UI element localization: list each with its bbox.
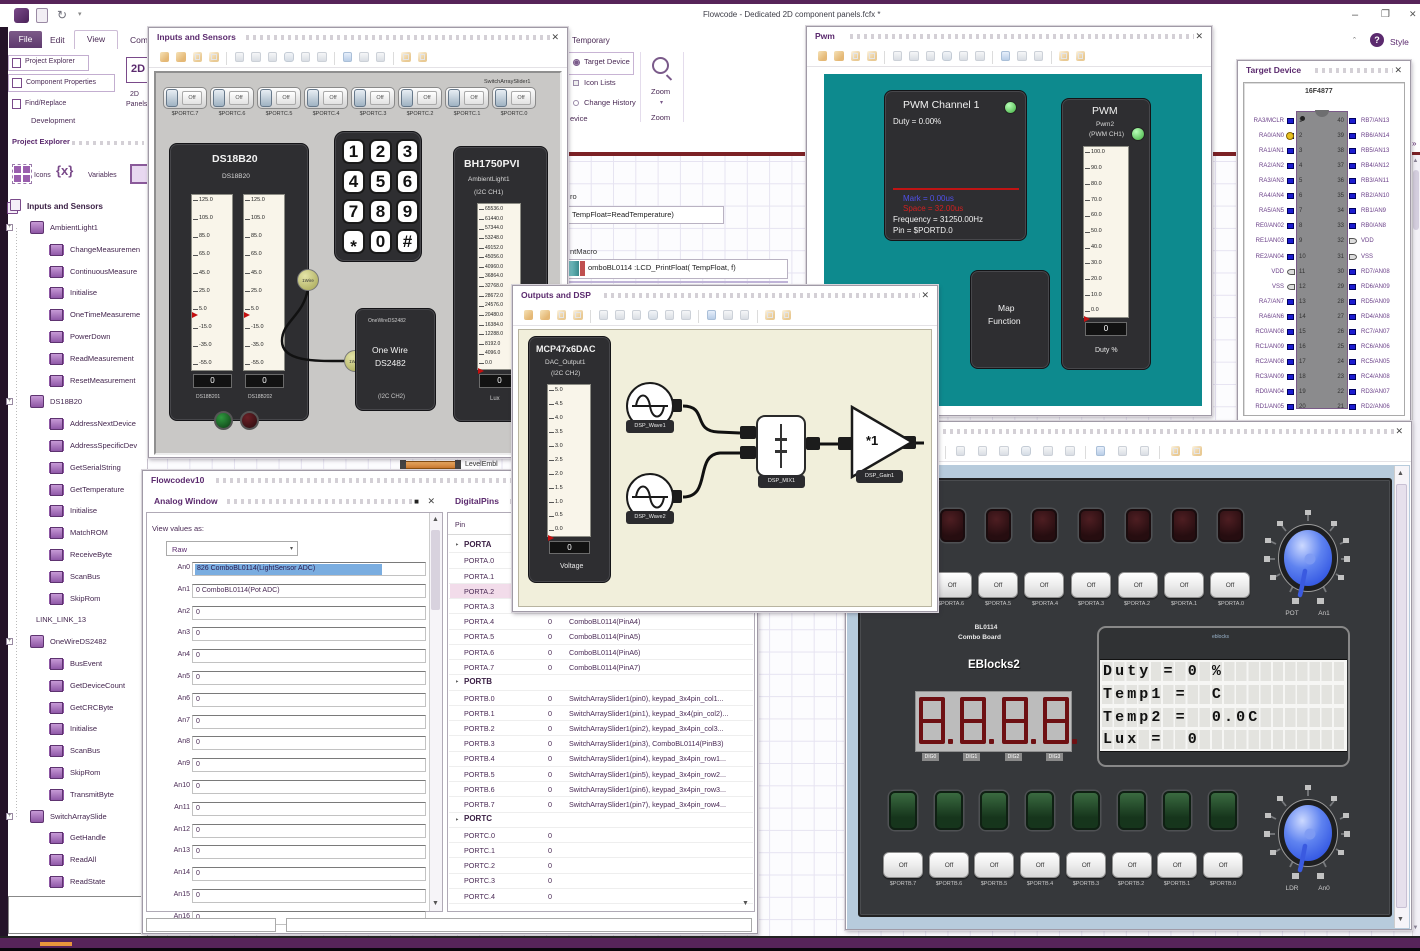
svg-text:*1: *1: [866, 433, 878, 448]
